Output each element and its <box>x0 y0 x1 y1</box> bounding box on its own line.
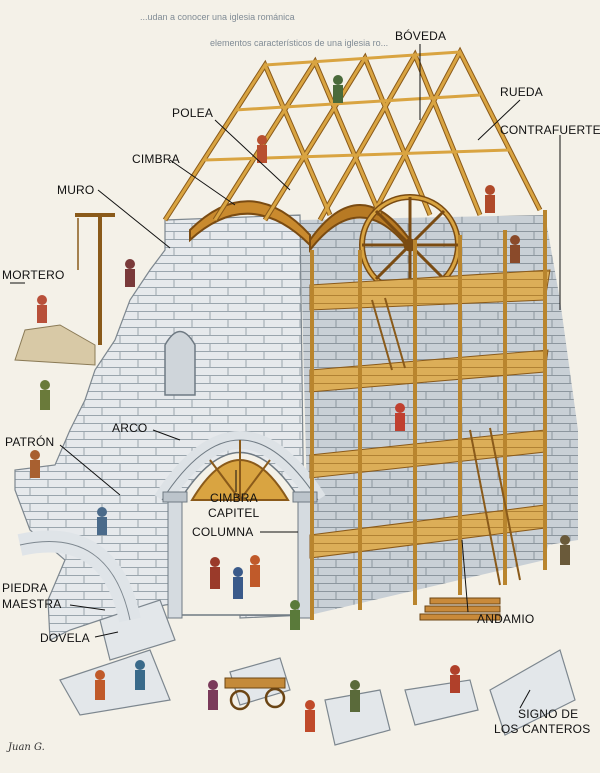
header-fragment-2: elementos característicos de una iglesia… <box>210 38 389 48</box>
label-cimbra-vault: CIMBRA <box>132 152 180 166</box>
window <box>164 330 196 396</box>
label-mortero: MORTERO <box>2 268 65 282</box>
header-fragment-1: ...udan a conocer una iglesia románica <box>140 12 295 22</box>
mortar-pile <box>14 324 96 366</box>
logs <box>419 597 501 621</box>
column-right <box>297 499 313 619</box>
label-patron: PATRÓN <box>5 435 55 449</box>
workers <box>30 75 570 732</box>
label-muro: MURO <box>57 183 95 197</box>
label-signo-2: LOS CANTEROS <box>494 722 591 736</box>
label-polea: POLEA <box>172 106 214 120</box>
label-capitel: CAPITEL <box>208 506 260 520</box>
scaffolding <box>309 210 551 620</box>
label-rueda: RUEDA <box>500 85 544 99</box>
label-arco: ARCO <box>112 421 148 435</box>
pulley-rig <box>75 213 115 345</box>
label-columna: COLUMNA <box>192 525 254 539</box>
column-left <box>167 499 183 619</box>
leader-lines <box>10 44 561 709</box>
label-piedra: PIEDRA <box>2 581 48 595</box>
artist-signature: Juan G. <box>8 742 45 753</box>
label-cimbra-arch: CIMBRA <box>210 491 258 505</box>
label-contrafuerte: CONTRAFUERTE <box>500 123 600 137</box>
capital-left <box>162 491 188 503</box>
cart <box>224 677 286 711</box>
label-boveda: BÓVEDA <box>395 29 447 43</box>
label-maestra: MAESTRA <box>2 597 62 611</box>
label-signo-1: SIGNO DE <box>518 707 579 721</box>
capital-right <box>292 491 318 503</box>
label-andamio: ANDAMIO <box>477 612 535 626</box>
label-dovela: DOVELA <box>40 631 90 645</box>
